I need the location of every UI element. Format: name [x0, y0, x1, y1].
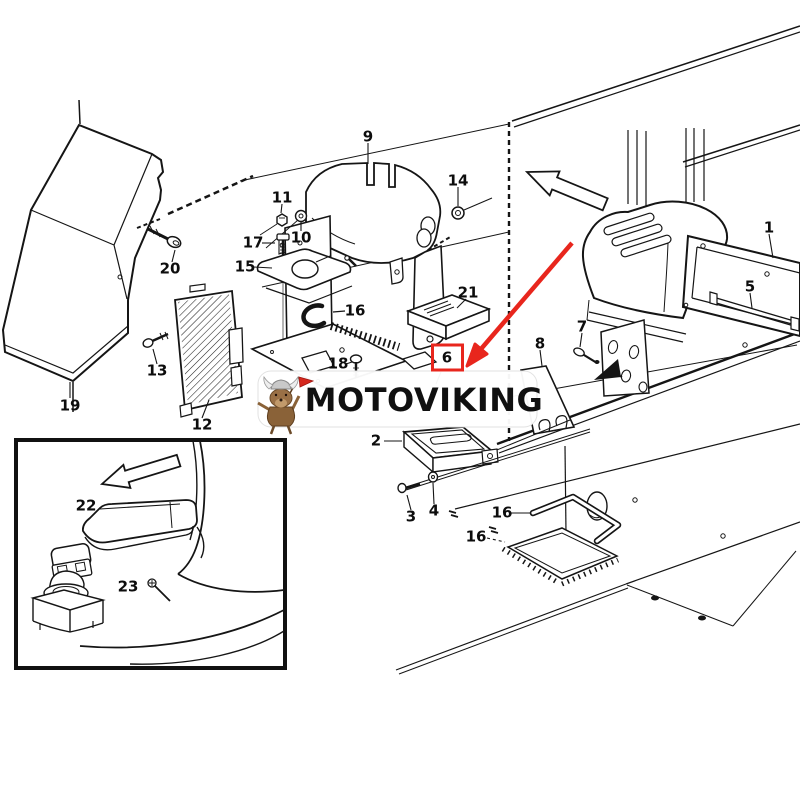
nut-11	[259, 213, 288, 236]
part-label-17: 17	[243, 234, 264, 252]
part-label-23: 23	[118, 578, 139, 596]
mascot-flag	[298, 376, 315, 388]
part-label-10: 10	[291, 229, 312, 247]
bolt-3	[397, 482, 407, 494]
brand-text: MOTOVIKING	[305, 381, 544, 419]
gasket-16	[501, 527, 619, 587]
part-label-19: 19	[60, 397, 81, 415]
console-groove	[611, 223, 663, 247]
rail-5	[709, 291, 800, 332]
part-label-20: 20	[160, 260, 181, 278]
tray-2	[401, 426, 499, 474]
part-label-22: 22	[76, 497, 97, 515]
mount-plate	[600, 319, 650, 397]
part-label-16c: 16	[466, 528, 487, 546]
part-label-11: 11	[272, 189, 293, 207]
viking-dog-mascot	[257, 375, 315, 435]
console-groove	[603, 212, 655, 236]
washer-4	[427, 471, 439, 483]
bolt-23	[147, 578, 171, 602]
ecu-12	[174, 283, 244, 418]
direction-arrow	[524, 170, 609, 212]
exploded-parts	[1, 99, 591, 494]
part-label-8: 8	[535, 335, 545, 353]
joystick	[30, 543, 106, 633]
washer-14	[427, 197, 493, 251]
plate-15	[256, 248, 357, 304]
part-label-4: 4	[429, 502, 439, 520]
clamp-16	[301, 303, 346, 329]
part-label-18: 18	[328, 355, 349, 373]
pointer-wedge	[594, 359, 621, 380]
red-box	[431, 343, 464, 372]
floor-bolt	[651, 595, 659, 601]
bolt-7	[573, 347, 600, 364]
red-highlight	[431, 241, 574, 372]
part-label-5: 5	[745, 278, 755, 296]
leader-lines	[69, 143, 774, 588]
grip-strip	[329, 322, 401, 351]
part-label-7: 7	[577, 318, 587, 336]
ref-dash	[488, 526, 499, 534]
inset-box	[14, 438, 287, 670]
ref-dash	[448, 510, 459, 518]
cab-pillars	[627, 128, 705, 206]
part-label-12: 12	[192, 416, 213, 434]
part-label-3: 3	[406, 508, 416, 526]
cover-19	[1, 99, 165, 412]
part-label-14: 14	[448, 172, 469, 190]
part-label-16b: 16	[492, 504, 513, 522]
part-label-2: 2	[371, 432, 381, 450]
floor-bolt	[698, 615, 706, 621]
part-label-9: 9	[363, 128, 373, 146]
rod-3-4	[397, 428, 591, 494]
red-arrow-shaft	[479, 241, 574, 351]
staple-16	[529, 491, 622, 545]
bolt-20	[147, 225, 182, 249]
machine-body	[395, 25, 800, 675]
part-label-13: 13	[147, 362, 168, 380]
seat	[79, 440, 285, 665]
part-label-15: 15	[235, 258, 256, 276]
watermark-card: MOTOVIKING	[257, 370, 544, 435]
box-21	[405, 294, 492, 341]
bolt-13	[142, 331, 169, 348]
part-label-1: 1	[764, 219, 774, 237]
red-arrow-head	[465, 342, 489, 368]
window-frame	[681, 234, 800, 338]
inset-direction-arrow	[99, 453, 182, 489]
part-label-21: 21	[458, 284, 479, 302]
part-label-6: 6	[442, 349, 452, 367]
armrest-22	[81, 499, 198, 551]
console-groove	[620, 234, 672, 258]
part-label-16a: 16	[345, 302, 366, 320]
